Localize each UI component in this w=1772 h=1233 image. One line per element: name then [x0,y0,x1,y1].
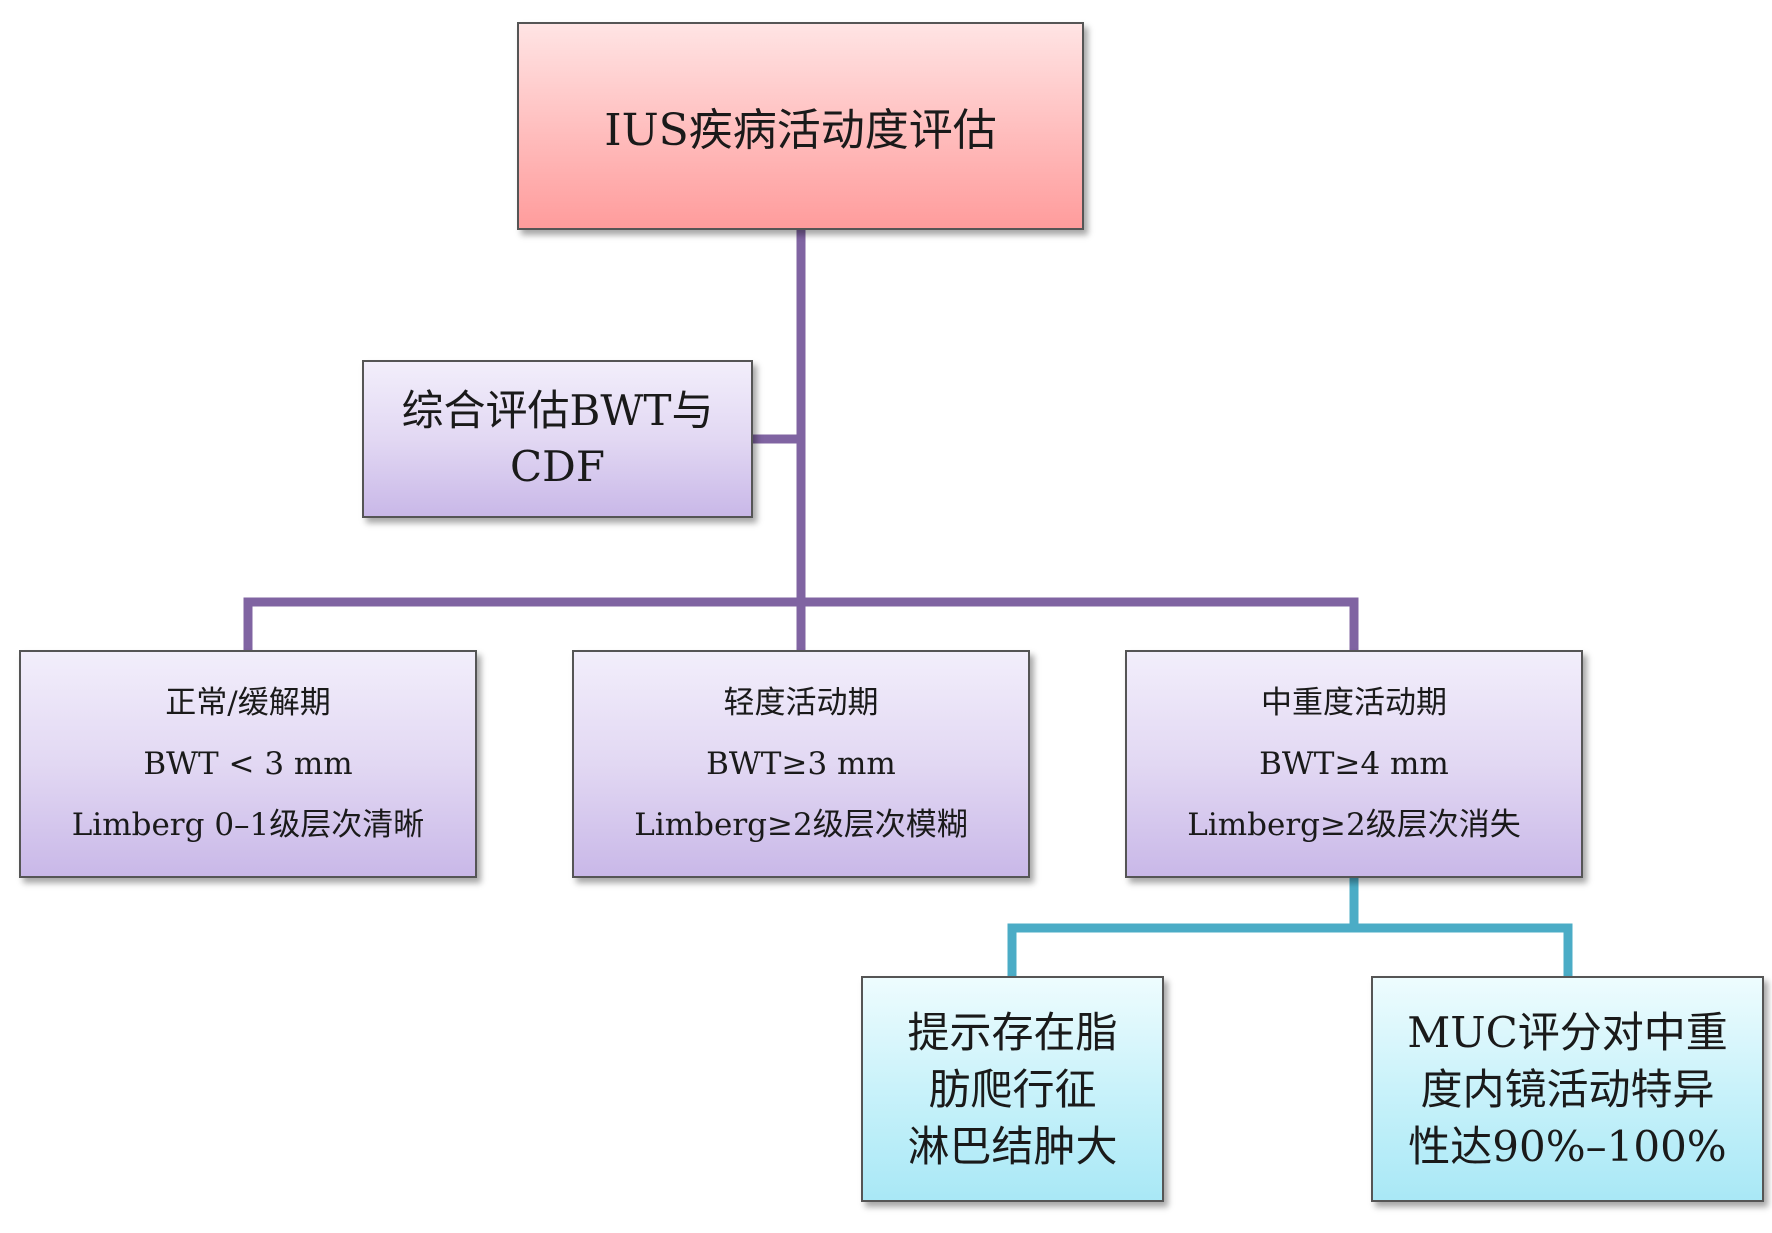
finding-line-1: 提示存在脂 [907,1007,1118,1057]
assessment-node-box: 综合评估BWT与 CDF [362,360,753,518]
teal-connectors [1007,878,1573,976]
stage-box-moderate-severe: 中重度活动期 BWT≥4 mm Limberg≥2级层次消失 [1125,650,1583,878]
root-node-box: IUS疾病活动度评估 [517,22,1084,230]
finding-line-2: 度内镜活动特异 [1420,1064,1715,1114]
finding-line-3: 淋巴结肿大 [907,1121,1118,1171]
stage-limberg: Limberg≥2级层次模糊 [634,806,968,843]
stage-bwt: BWT≥4 mm [1259,745,1449,782]
finding-line-1: MUC评分对中重 [1407,1007,1728,1057]
finding-line-3: 性达90%–100% [1408,1121,1727,1171]
stage-name: 正常/缓解期 [165,684,331,721]
assessment-line-1: 综合评估BWT与 [401,386,714,435]
stage-name: 轻度活动期 [723,684,879,721]
stage-box-remission: 正常/缓解期 BWT < 3 mm Limberg 0–1级层次清晰 [19,650,477,878]
stage-bwt: BWT < 3 mm [143,745,353,782]
root-title: IUS疾病活动度评估 [604,105,997,156]
stage-limberg: Limberg≥2级层次消失 [1187,806,1521,843]
stage-bwt: BWT≥3 mm [706,745,896,782]
finding-box-muc-score: MUC评分对中重 度内镜活动特异 性达90%–100% [1371,976,1764,1202]
stage-name: 中重度活动期 [1261,684,1447,721]
stage-box-mild: 轻度活动期 BWT≥3 mm Limberg≥2级层次模糊 [572,650,1030,878]
purple-connectors [243,230,1359,650]
finding-box-creeping-fat: 提示存在脂 肪爬行征 淋巴结肿大 [861,976,1164,1202]
stage-limberg: Limberg 0–1级层次清晰 [71,806,425,843]
finding-line-2: 肪爬行征 [928,1064,1097,1114]
finding-bus-line [1007,923,1573,976]
assessment-line-2: CDF [510,442,605,491]
stage-bus-line [243,597,1359,650]
